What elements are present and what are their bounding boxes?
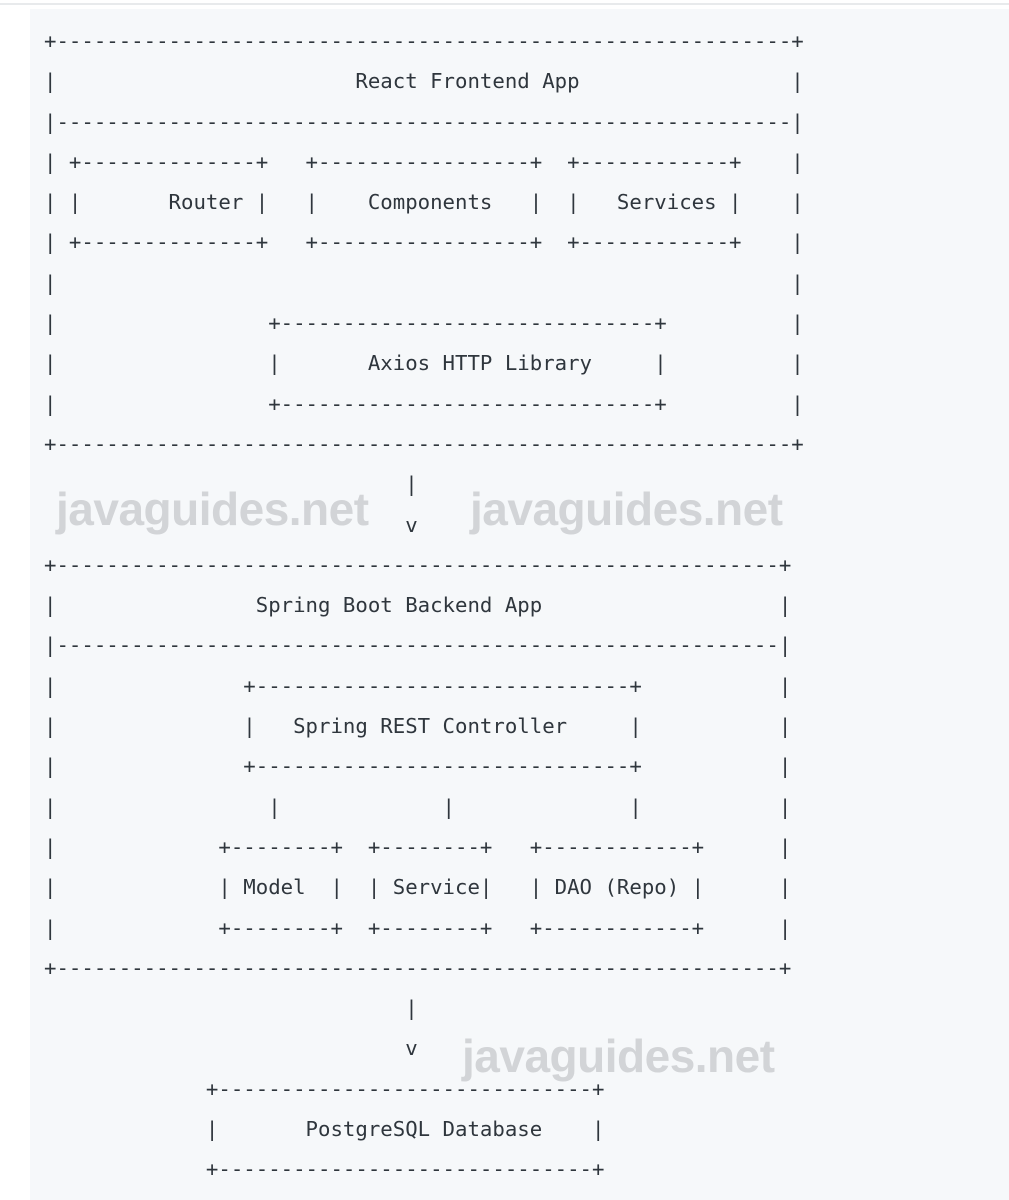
watermark-text: javaguides.net: [462, 1030, 775, 1082]
code-block: javaguides.net javaguides.net javaguides…: [30, 9, 1009, 1200]
top-divider: [0, 3, 1009, 5]
watermark-text: javaguides.net: [56, 483, 369, 535]
ascii-architecture-diagram: +---------------------------------------…: [44, 29, 804, 1182]
watermark-text: javaguides.net: [470, 483, 783, 535]
